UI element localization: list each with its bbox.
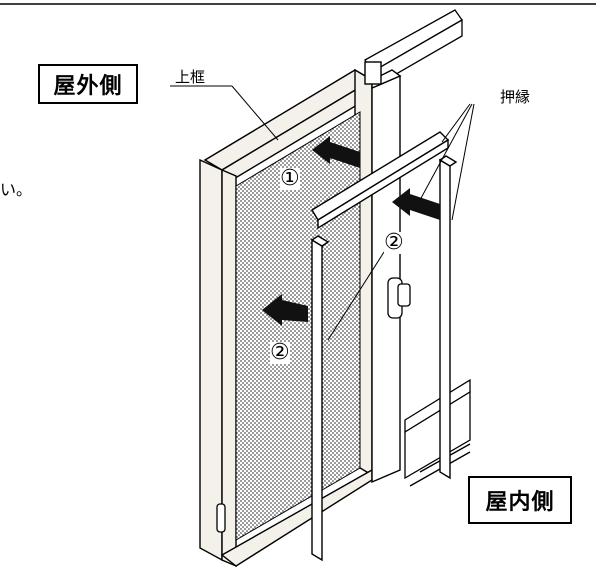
outside-label-box: 屋外側 xyxy=(38,64,138,104)
outside-label: 屋外側 xyxy=(53,74,123,99)
arrow-1 xyxy=(312,136,360,168)
inside-label-box: 屋内側 xyxy=(468,476,572,524)
leader-lines xyxy=(170,85,475,341)
top-frame-label: 上框 xyxy=(175,68,206,86)
stop-bead-left xyxy=(310,235,330,562)
step-1-marker: ① xyxy=(280,166,300,191)
cut-off-text: い。 xyxy=(0,180,33,199)
inside-label: 屋内側 xyxy=(485,490,555,515)
arrow-2-top xyxy=(392,188,440,220)
arrows xyxy=(262,136,440,326)
stop-bead-label: 押縁 xyxy=(500,88,531,106)
step-2-marker-left: ② xyxy=(270,340,290,365)
arrow-2-left xyxy=(262,294,308,326)
step-2-marker-top: ② xyxy=(384,230,404,255)
handle-slot xyxy=(216,503,226,533)
stop-bead-right xyxy=(438,155,458,480)
latch xyxy=(387,277,411,319)
